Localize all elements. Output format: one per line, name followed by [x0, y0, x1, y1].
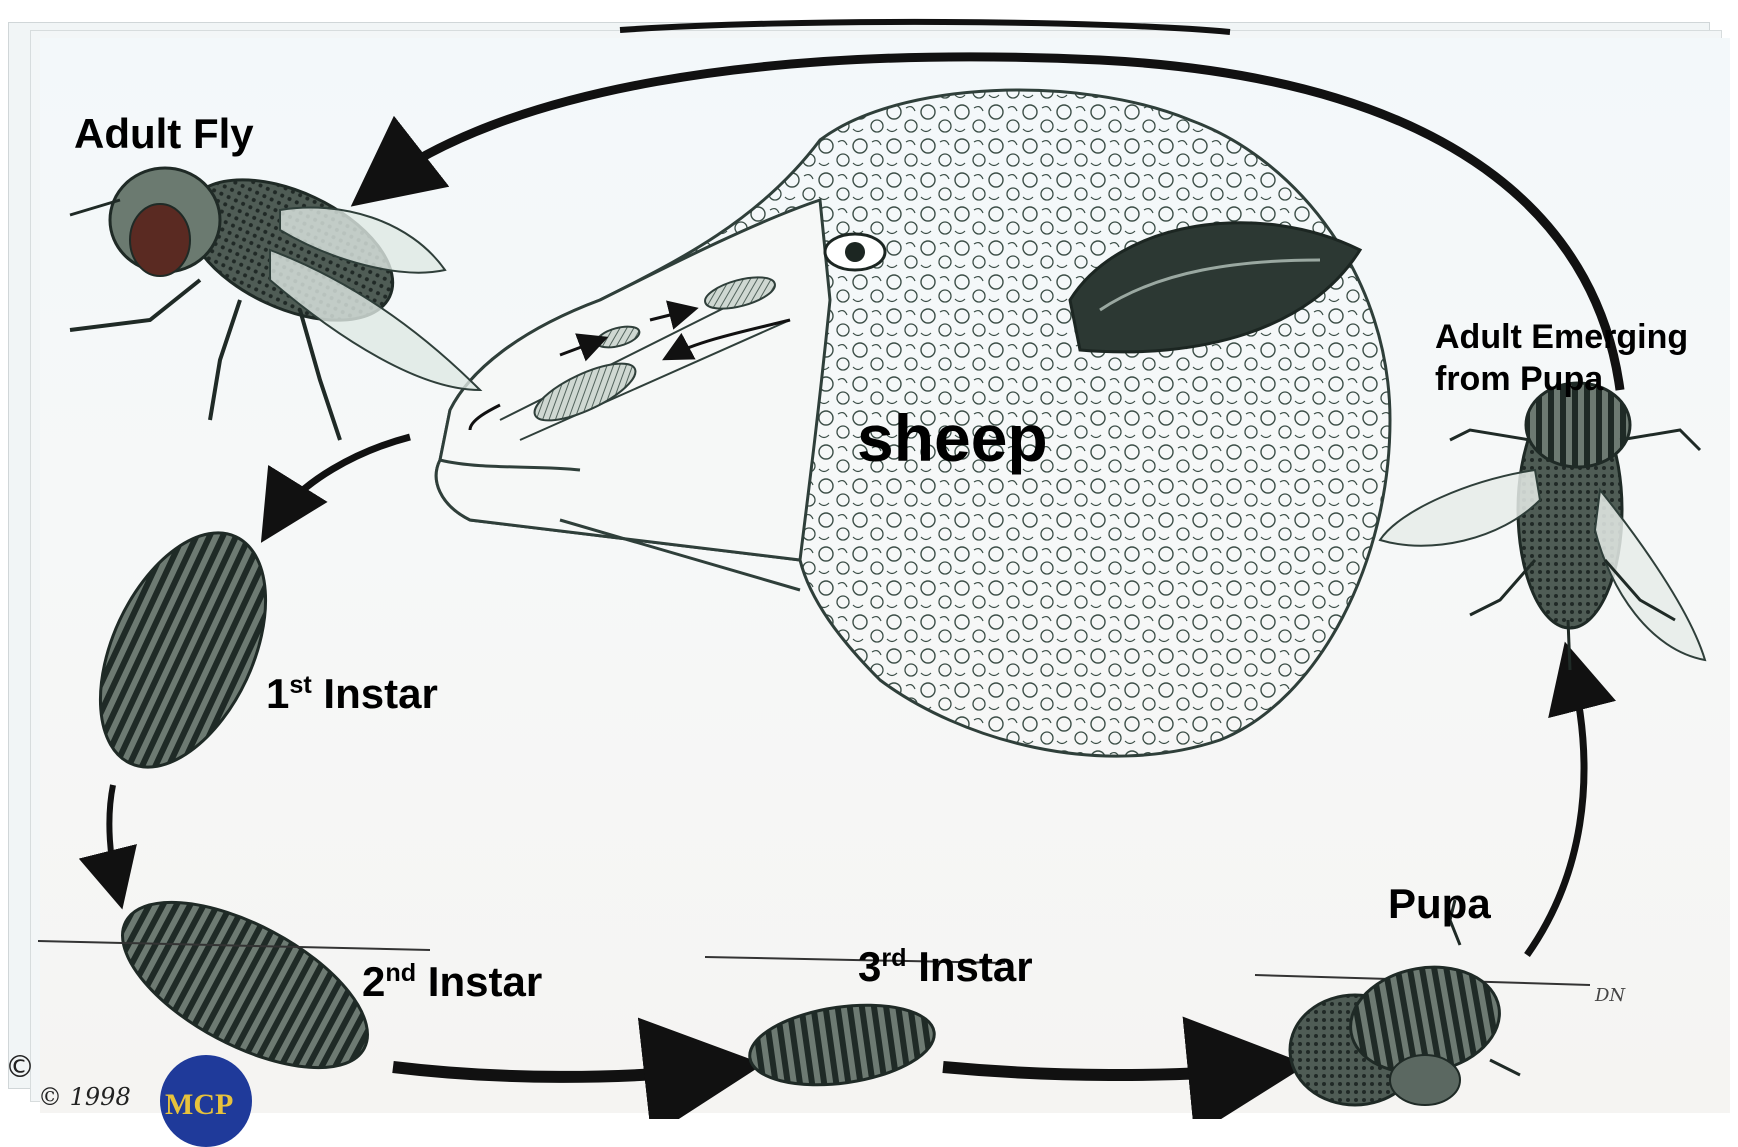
label-adult-fly: Adult Fly: [74, 110, 254, 158]
arrow-to-second-instar: [109, 785, 118, 892]
first-instar-suffix: st: [289, 671, 311, 699]
third-instar-larva: [745, 994, 940, 1095]
third-instar-word: Instar: [907, 943, 1033, 990]
label-second-instar: 2nd Instar: [362, 958, 542, 1006]
label-third-instar: 3rd Instar: [858, 943, 1033, 991]
label-adult-emerging: Adult Emerging from Pupa: [1435, 316, 1688, 400]
second-instar-larva: [98, 869, 393, 1102]
label-sheep: sheep: [857, 400, 1048, 476]
arrow-to-third-instar: [393, 1067, 728, 1077]
pupa-illustration: [1290, 900, 1520, 1105]
adult-fly-illustration: [70, 151, 480, 440]
arrow-to-first-instar: [272, 437, 410, 525]
arrow-to-pupa: [943, 1067, 1272, 1075]
arrow-back-sheet-edge: [620, 22, 1230, 32]
arrow-to-emerging-adult: [1527, 662, 1584, 955]
second-instar-suffix: nd: [385, 959, 416, 987]
copyright-symbol-left: ©: [5, 1050, 35, 1085]
second-instar-word: Instar: [416, 958, 542, 1005]
label-first-instar: 1st Instar: [266, 670, 438, 718]
first-instar-number: 1: [266, 670, 289, 717]
label-pupa: Pupa: [1388, 880, 1491, 928]
third-instar-number: 3: [858, 943, 881, 990]
first-instar-larva: [67, 507, 300, 793]
third-instar-suffix: rd: [881, 944, 906, 972]
artist-signature: DN: [1595, 985, 1625, 1006]
label-adult-emerging-line2: from Pupa: [1435, 358, 1688, 400]
copyright-notice: © 1998: [38, 1083, 131, 1111]
label-adult-emerging-line1: Adult Emerging: [1435, 316, 1688, 358]
first-instar-word: Instar: [312, 670, 438, 717]
mcp-logo-text: MCP: [165, 1088, 233, 1122]
second-instar-number: 2: [362, 958, 385, 1005]
emerging-adult-illustration: [1380, 383, 1705, 670]
